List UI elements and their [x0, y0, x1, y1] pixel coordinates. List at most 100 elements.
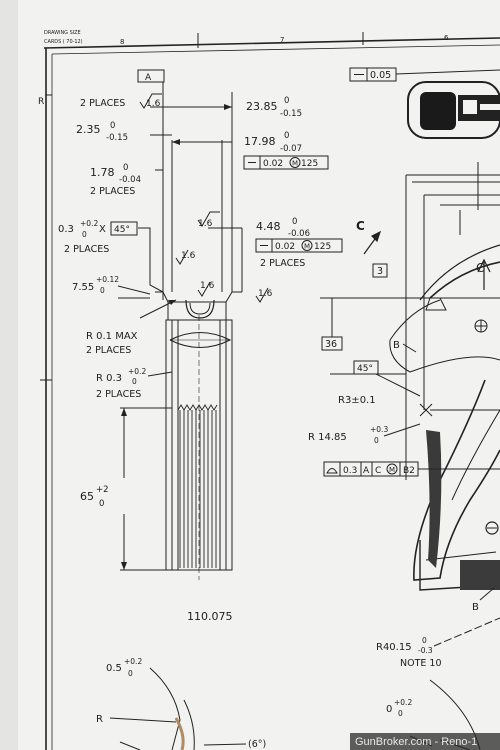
- r01: R 0.1 MAX: [86, 331, 138, 342]
- dim-65-tol-bot: 0: [99, 499, 104, 509]
- r03-tol-bot: 0: [132, 377, 137, 386]
- dim-1798-tol-bot: -0.07: [280, 144, 302, 154]
- dim-178-tol-bot: -0.04: [119, 175, 141, 185]
- profile-frame: [323, 461, 500, 477]
- dim-755-tol-bot: 0: [100, 286, 105, 295]
- two-places-b: 2 PLACES: [90, 186, 135, 197]
- profile-val: 0.3: [343, 466, 357, 476]
- dim-755-tol-top: +0.12: [96, 275, 119, 284]
- zone-r: R: [38, 97, 44, 107]
- dim-178-tol-top: 0: [123, 163, 128, 173]
- size-line-1: DRAWING SIZE: [44, 30, 81, 36]
- r03-tol-top: +0.2: [128, 367, 146, 376]
- chamfer-x: X: [99, 224, 106, 235]
- finish-16-e: 1.6: [258, 289, 273, 299]
- b1-leader: [402, 343, 417, 353]
- box-3-frame: [372, 263, 388, 278]
- gtol-1-ref: 125: [301, 159, 318, 169]
- datum-a-box: [137, 69, 165, 83]
- r1485: R 14.85: [308, 432, 347, 443]
- gtol-frame-1: [243, 155, 329, 170]
- dim-65: 65: [80, 490, 94, 503]
- angle-45: 45°: [357, 364, 373, 374]
- dim-235-tol-bot: -0.15: [106, 133, 128, 143]
- chamfer-angle: 45°: [114, 225, 130, 235]
- dim-755: 7.55: [72, 282, 94, 293]
- datum-a: A: [145, 73, 152, 83]
- dim-05-tol-bot: 0: [128, 669, 133, 678]
- r4015: R40.15: [376, 642, 412, 653]
- box-36: 36: [325, 339, 337, 350]
- r4015-leader: [433, 617, 500, 647]
- dim-448: 4.48: [256, 220, 281, 233]
- chamfer-tol-bot: 0: [82, 230, 87, 239]
- dim-235-tol-top: 0: [110, 121, 115, 131]
- gtol-1-mod: M: [292, 160, 298, 168]
- r1485-tol-top: +0.3: [370, 425, 388, 434]
- finish-symbols: [139, 93, 269, 303]
- dim-arrowheads: [121, 104, 232, 570]
- two-places-e: 2 PLACES: [86, 345, 131, 356]
- dim-0-tol-bot: 0: [398, 709, 403, 718]
- two-places-a: 2 PLACES: [80, 98, 125, 109]
- profile-b2: B2: [403, 466, 415, 476]
- finish-16-d: 1.6: [200, 281, 215, 291]
- two-places-c: 2 PLACES: [64, 244, 109, 255]
- dim-448-tol-bot: -0.06: [288, 229, 310, 239]
- dim-65-tol-top: +2: [96, 485, 109, 495]
- dim-05: 0.5: [106, 663, 122, 674]
- finish-16-c: 1.6: [181, 251, 196, 261]
- blade-part: [117, 82, 243, 580]
- r4015-tol-top: 0: [422, 636, 427, 645]
- watermark-bg: [350, 733, 500, 750]
- profile-a: A: [363, 466, 370, 476]
- label-c1: C: [356, 219, 365, 233]
- dim-1798-tol-top: 0: [284, 131, 289, 141]
- profile-m: M: [389, 466, 395, 474]
- part-ref: 110.075: [187, 610, 233, 623]
- grip-dark: [460, 560, 500, 590]
- dim-0-tol-top: +0.2: [394, 698, 412, 707]
- gtol-1-val: 0.02: [263, 159, 283, 169]
- angle-45-box: [353, 360, 379, 375]
- chamfer-angle-box: [110, 221, 138, 236]
- hammer-ext: [395, 69, 500, 75]
- dim-05-tol-top: +0.2: [124, 657, 142, 666]
- trigger-shadow: [426, 430, 442, 568]
- gtol-frame-2: [255, 238, 343, 253]
- label-c2: C: [476, 261, 484, 275]
- frame-border: [40, 32, 500, 750]
- profile-c: C: [375, 466, 381, 476]
- two-places-d: 2 PLACES: [260, 258, 305, 269]
- dim-1798: 17.98: [244, 135, 276, 148]
- r4015-tol-bot: -0.3: [418, 646, 433, 655]
- r1485-tol-bot: 0: [374, 436, 379, 445]
- r1485-leader: [383, 423, 421, 437]
- label-r: R: [96, 714, 103, 725]
- finish-16-b: 1.6: [198, 219, 213, 229]
- hammer-piece: [407, 81, 500, 139]
- section-c-arrows: [363, 230, 491, 290]
- finish-16-a: 1.6: [146, 99, 161, 109]
- gtol-2-ref: 125: [314, 242, 331, 252]
- paper-left-edge: [0, 0, 18, 750]
- gtol-2-val: 0.02: [275, 242, 295, 252]
- dim-2385-tol-bot: -0.15: [280, 109, 302, 119]
- zone-6: 6: [444, 34, 449, 42]
- two-places-f: 2 PLACES: [96, 389, 141, 400]
- serrations: [177, 404, 218, 568]
- dim-0: 0: [386, 704, 392, 715]
- zone-8: 8: [120, 38, 124, 46]
- gtol-2-mod: M: [304, 243, 310, 251]
- b2-leader: [479, 587, 495, 601]
- label-b1: B: [393, 340, 400, 351]
- dim-235: 2.35: [76, 123, 101, 136]
- dim-448-tol-top: 0: [292, 217, 297, 227]
- label-b2: B: [472, 602, 479, 613]
- flat-005: 0.05: [370, 70, 391, 81]
- r03: R 0.3: [96, 373, 122, 384]
- zone-7: 7: [280, 36, 284, 44]
- note-10: NOTE 10: [400, 658, 442, 669]
- r3: R3±0.1: [338, 395, 376, 406]
